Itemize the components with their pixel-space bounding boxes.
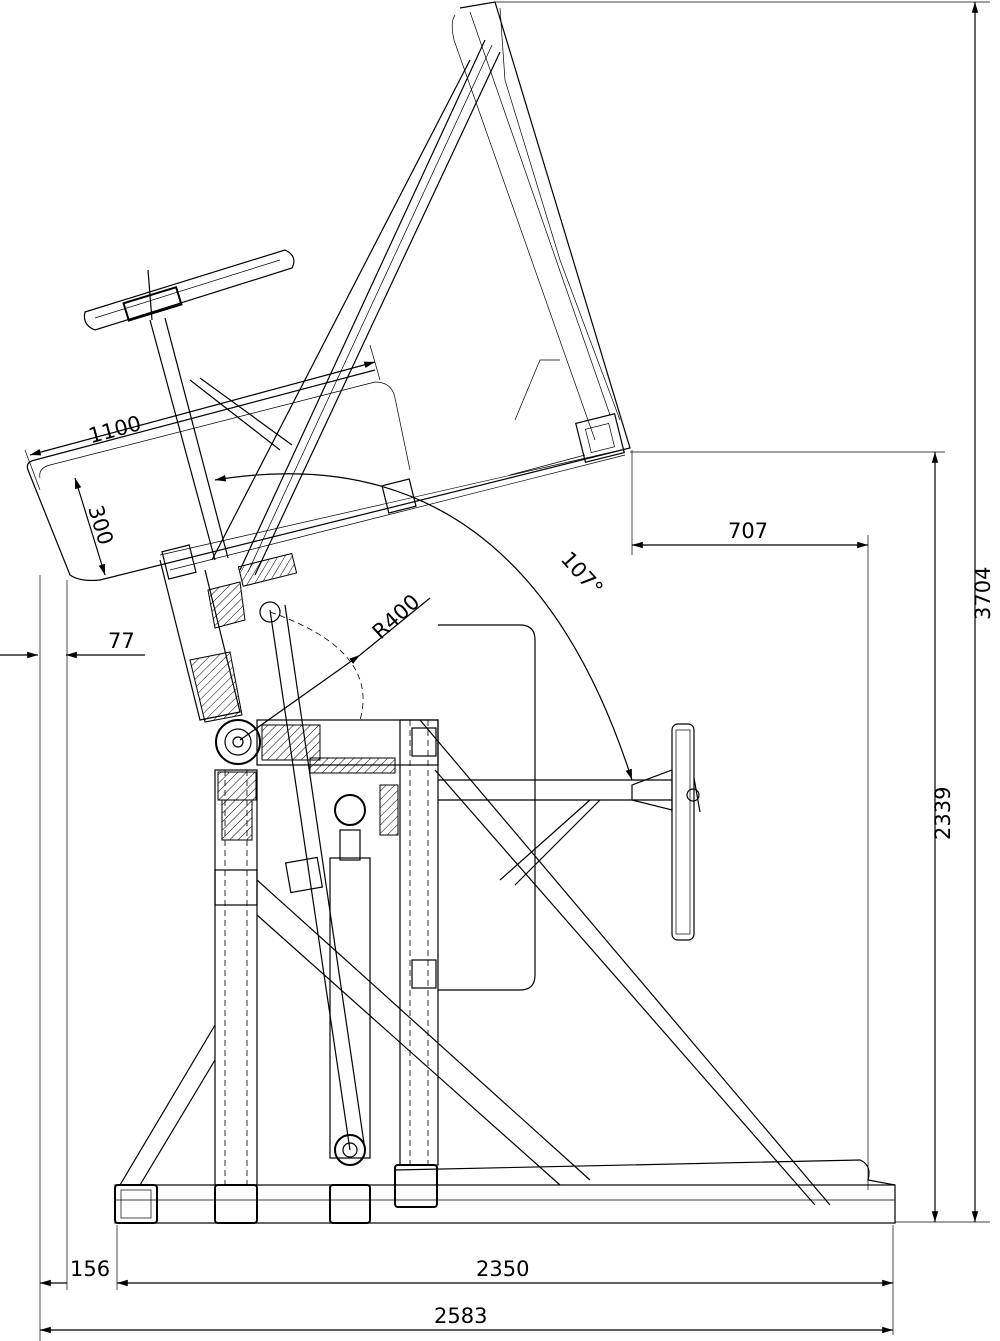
dim-2583: 2583 bbox=[434, 1304, 487, 1328]
rotation-arcs bbox=[214, 473, 633, 781]
dim-3704: 3704 bbox=[971, 567, 995, 620]
dim-107: 107° bbox=[556, 547, 608, 601]
dim-1100: 1100 bbox=[86, 411, 144, 448]
dim-2350: 2350 bbox=[476, 1257, 529, 1281]
tilted-table bbox=[26, 1, 631, 723]
steering-wheel-lower bbox=[631, 723, 701, 941]
dim-r400: R400 bbox=[368, 590, 425, 644]
dim-300: 300 bbox=[83, 502, 118, 547]
steering-wheel-upper bbox=[83, 249, 295, 331]
dim-77: 77 bbox=[108, 629, 135, 653]
dim-156: 156 bbox=[70, 1257, 110, 1281]
dim-707: 707 bbox=[728, 519, 768, 543]
dim-2339: 2339 bbox=[931, 787, 955, 840]
